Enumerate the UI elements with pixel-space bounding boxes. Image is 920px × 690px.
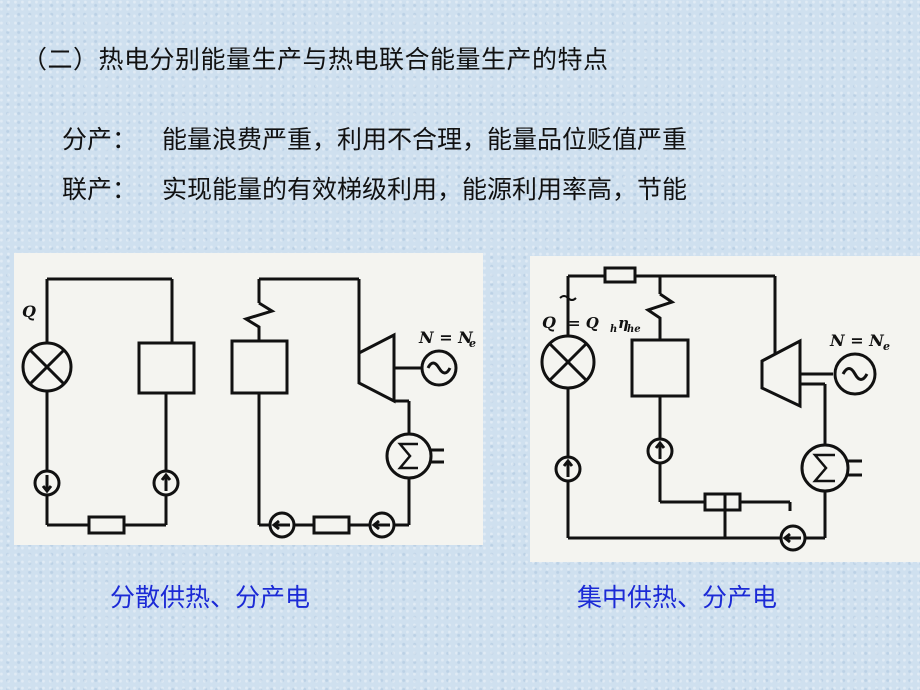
condenser-icon bbox=[800, 443, 862, 493]
boiler-symbol bbox=[21, 341, 73, 393]
power-n-label: N = N bbox=[829, 331, 885, 350]
pump-right-icon bbox=[152, 469, 180, 497]
central-loop bbox=[566, 274, 827, 540]
heat-q-subscript: h bbox=[610, 324, 617, 335]
cogeneration-key: 联产： bbox=[62, 175, 138, 204]
pump-condensate-icon bbox=[368, 511, 396, 539]
heat-user-box bbox=[137, 341, 196, 395]
cogeneration-row: 联产： 实现能量的有效梯级利用，能源利用率高，节能 bbox=[62, 170, 687, 206]
power-n-subscript: e bbox=[469, 337, 476, 350]
boiler-box bbox=[230, 339, 289, 395]
turbine-symbol bbox=[357, 332, 396, 404]
separate-production-row: 分产： 能量浪费严重，利用不合理，能量品位贬值严重 bbox=[62, 120, 687, 156]
generator-icon bbox=[420, 349, 458, 387]
turbine-symbol bbox=[760, 338, 802, 409]
heat-q-label: Q bbox=[542, 313, 556, 332]
pump-left-icon bbox=[554, 455, 582, 483]
pump-bottom-icon bbox=[779, 524, 807, 552]
condenser-icon bbox=[385, 432, 444, 480]
heat-q-equation: = Q bbox=[568, 314, 599, 332]
diagram-separate-heating: Q N = N e bbox=[14, 253, 483, 545]
valve-left bbox=[87, 515, 126, 535]
diagram-central-heating: Q = Q h η he N = N e bbox=[530, 256, 920, 562]
pump-feed-icon bbox=[268, 511, 296, 539]
caption-separate-heating: 分散供热、分产电 bbox=[110, 583, 311, 612]
heat-q-label: Q bbox=[22, 302, 36, 321]
power-n-label: N = N bbox=[418, 328, 474, 347]
heating-loop bbox=[45, 277, 174, 527]
cogeneration-text: 实现能量的有效梯级利用，能源利用率高，节能 bbox=[162, 175, 688, 204]
power-n-subscript: e bbox=[883, 340, 890, 353]
caption-central-heating: 集中供热、分产电 bbox=[577, 583, 778, 612]
heat-eta-subscript: he bbox=[627, 324, 641, 335]
separate-production-text: 能量浪费严重，利用不合理，能量品位贬值严重 bbox=[162, 125, 688, 154]
boiler-box bbox=[630, 338, 690, 398]
separate-production-key: 分产： bbox=[62, 125, 138, 154]
power-loop bbox=[242, 277, 411, 527]
heater-right bbox=[312, 515, 351, 535]
heat-eta-symbol: η bbox=[618, 314, 629, 332]
pump-middle-icon bbox=[646, 437, 674, 465]
pump-left-icon bbox=[33, 469, 61, 497]
boiler-symbol bbox=[540, 334, 596, 390]
heat-exchanger-box bbox=[703, 492, 742, 512]
top-valve bbox=[603, 266, 637, 284]
steam-wave-icon bbox=[559, 295, 577, 301]
generator-icon bbox=[833, 352, 877, 396]
slide-title: （二）热电分别能量生产与热电联合能量生产的特点 bbox=[22, 45, 609, 74]
